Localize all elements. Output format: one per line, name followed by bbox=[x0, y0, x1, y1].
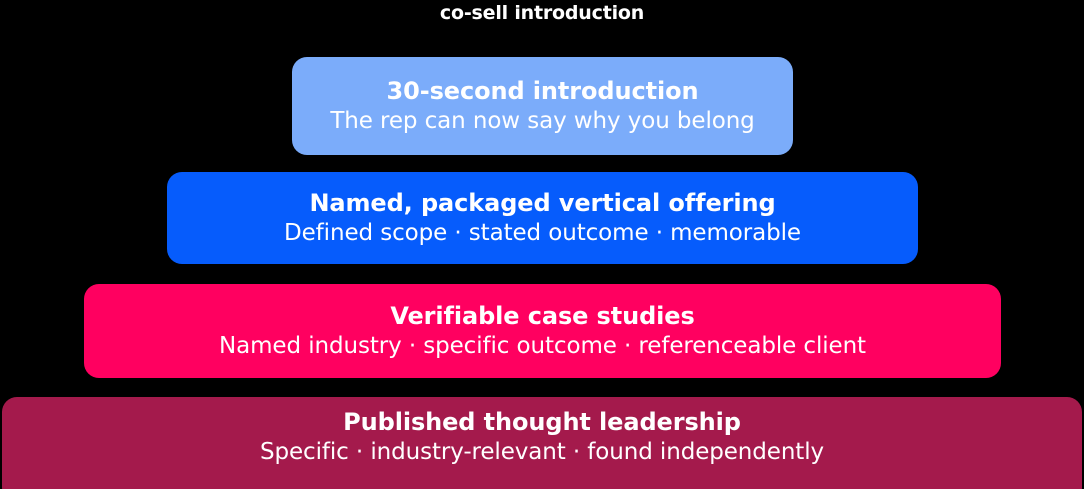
tier-4-subtitle: Specific · industry-relevant · found ind… bbox=[259, 439, 825, 465]
tier-4-headline: Published thought leadership bbox=[343, 408, 741, 436]
chart-title: co-sell introduction bbox=[439, 2, 645, 24]
tier-1-subtitle: The rep can now say why you belong bbox=[330, 107, 755, 134]
pyramid-tier-2: Named, packaged vertical offering Define… bbox=[167, 172, 918, 264]
pyramid-tier-3: Verifiable case studies Named industry ·… bbox=[84, 284, 1001, 378]
tier-3-headline: Verifiable case studies bbox=[390, 301, 695, 330]
pyramid-tier-1: 30-second introduction The rep can now s… bbox=[292, 57, 793, 155]
tier-2-headline: Named, packaged vertical offering bbox=[309, 188, 776, 217]
tier-3-subtitle: Named industry · specific outcome · refe… bbox=[219, 332, 866, 359]
pyramid-tier-4: Published thought leadership Specific · … bbox=[2, 397, 1082, 489]
tier-1-headline: 30-second introduction bbox=[386, 76, 699, 105]
tier-2-subtitle: Defined scope · stated outcome · memorab… bbox=[284, 219, 801, 246]
